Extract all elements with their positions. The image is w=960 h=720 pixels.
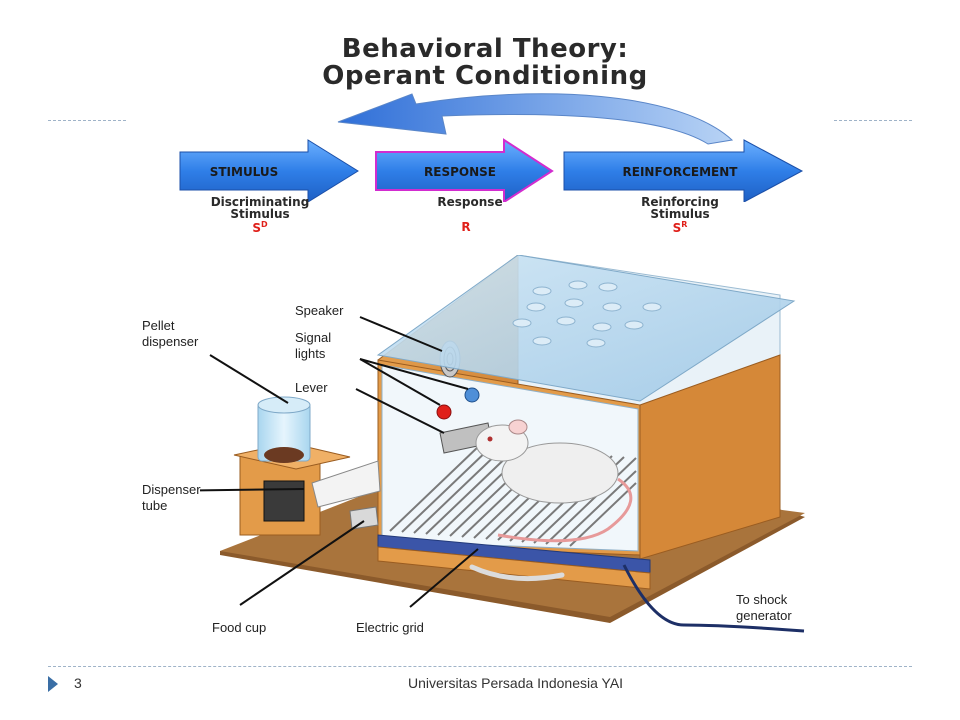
drawer-handle — [469, 564, 565, 582]
title-line-2: Operant Conditioning — [322, 61, 648, 91]
flow-symbol-response: R — [436, 220, 496, 234]
label-pellet-dispenser-line-2: dispenser — [142, 334, 199, 349]
label-pellet-dispenser-line-1: Pellet — [142, 318, 175, 333]
symbol-s-r: S — [672, 221, 682, 235]
flow-label-stimulus: STIMULUS — [210, 165, 279, 179]
drawer-front — [377, 546, 651, 590]
dispenser-motor — [263, 480, 305, 522]
flow-sub-stimulus-line-1: Discriminating — [210, 195, 310, 209]
flow-sub-stimulus: Discriminating Stimulus — [170, 196, 350, 220]
right-wood-wall — [639, 354, 781, 560]
label-signal-lights-line-1: Signal — [295, 330, 332, 345]
label-dispenser-tube-line-2: tube — [142, 498, 168, 513]
glass-lid — [376, 255, 796, 402]
flow-sub-stimulus-line-2: Stimulus — [230, 207, 290, 221]
top-divider-left — [48, 120, 126, 121]
skinner-box-illustration — [200, 255, 805, 633]
signal-light-red-icon — [436, 404, 452, 420]
flow-arrow-response — [375, 138, 554, 202]
slide-title: Behavioral Theory: Operant Conditioning — [250, 36, 720, 90]
footer-institution: Universitas Persada Indonesia YAI — [408, 675, 624, 691]
flow-sub-response-line-1: Response — [437, 195, 503, 209]
top-divider-right — [834, 120, 912, 121]
label-shock-generator-line-1: To shock — [736, 592, 788, 607]
pellet-pile — [264, 447, 304, 463]
label-electric-grid: Electric grid — [356, 620, 424, 635]
dispenser-tube — [311, 460, 381, 508]
signal-light-blue-icon — [464, 387, 480, 403]
flow-sub-reinforcement-line-1: Reinforcing — [641, 195, 719, 209]
callout-lines — [200, 316, 479, 608]
flow-label-reinforcement: REINFORCEMENT — [623, 165, 739, 179]
symbol-s-d: S — [252, 221, 261, 235]
symbol-r: R — [461, 220, 471, 234]
bottom-divider — [48, 666, 912, 667]
food-cup — [349, 506, 379, 530]
label-speaker: Speaker — [295, 303, 344, 318]
flow-sub-reinforcement: Reinforcing Stimulus — [590, 196, 770, 220]
flow-label-response: RESPONSE — [424, 165, 496, 179]
label-signal-lights-line-2: lights — [295, 346, 326, 361]
flow-arrow-stimulus — [179, 139, 359, 202]
flow-symbol-stimulus: SD — [230, 220, 290, 235]
operant-flow-diagram: STIMULUS RESPONSE REINFORCEMENT — [179, 93, 804, 202]
symbol-s-r-sup: R — [681, 220, 688, 229]
flow-symbol-reinforcement: SR — [650, 220, 710, 235]
symbol-s-d-sup: D — [261, 220, 268, 229]
flow-sub-reinforcement-line-2: Stimulus — [650, 207, 710, 221]
rat-icon — [475, 419, 633, 543]
label-dispenser-tube: Dispenser tube — [142, 482, 201, 514]
flow-arrow-reinforcement — [563, 139, 804, 202]
label-dispenser-tube-line-1: Dispenser — [142, 482, 201, 497]
flow-sub-response: Response — [380, 196, 560, 208]
label-signal-lights: Signal lights — [295, 330, 331, 362]
label-shock-generator-line-2: generator — [736, 608, 792, 623]
shock-cable — [622, 564, 805, 633]
lid-holes — [512, 280, 662, 348]
label-pellet-dispenser: Pellet dispenser — [142, 318, 198, 350]
footer-page-number: 3 — [74, 675, 82, 691]
footer-bullet-icon — [48, 676, 58, 692]
feedback-curve-arrow — [337, 93, 734, 145]
label-lever: Lever — [295, 380, 328, 395]
label-shock-generator: To shock generator — [736, 592, 792, 624]
title-line-1: Behavioral Theory: — [341, 34, 629, 64]
label-food-cup: Food cup — [212, 620, 267, 635]
